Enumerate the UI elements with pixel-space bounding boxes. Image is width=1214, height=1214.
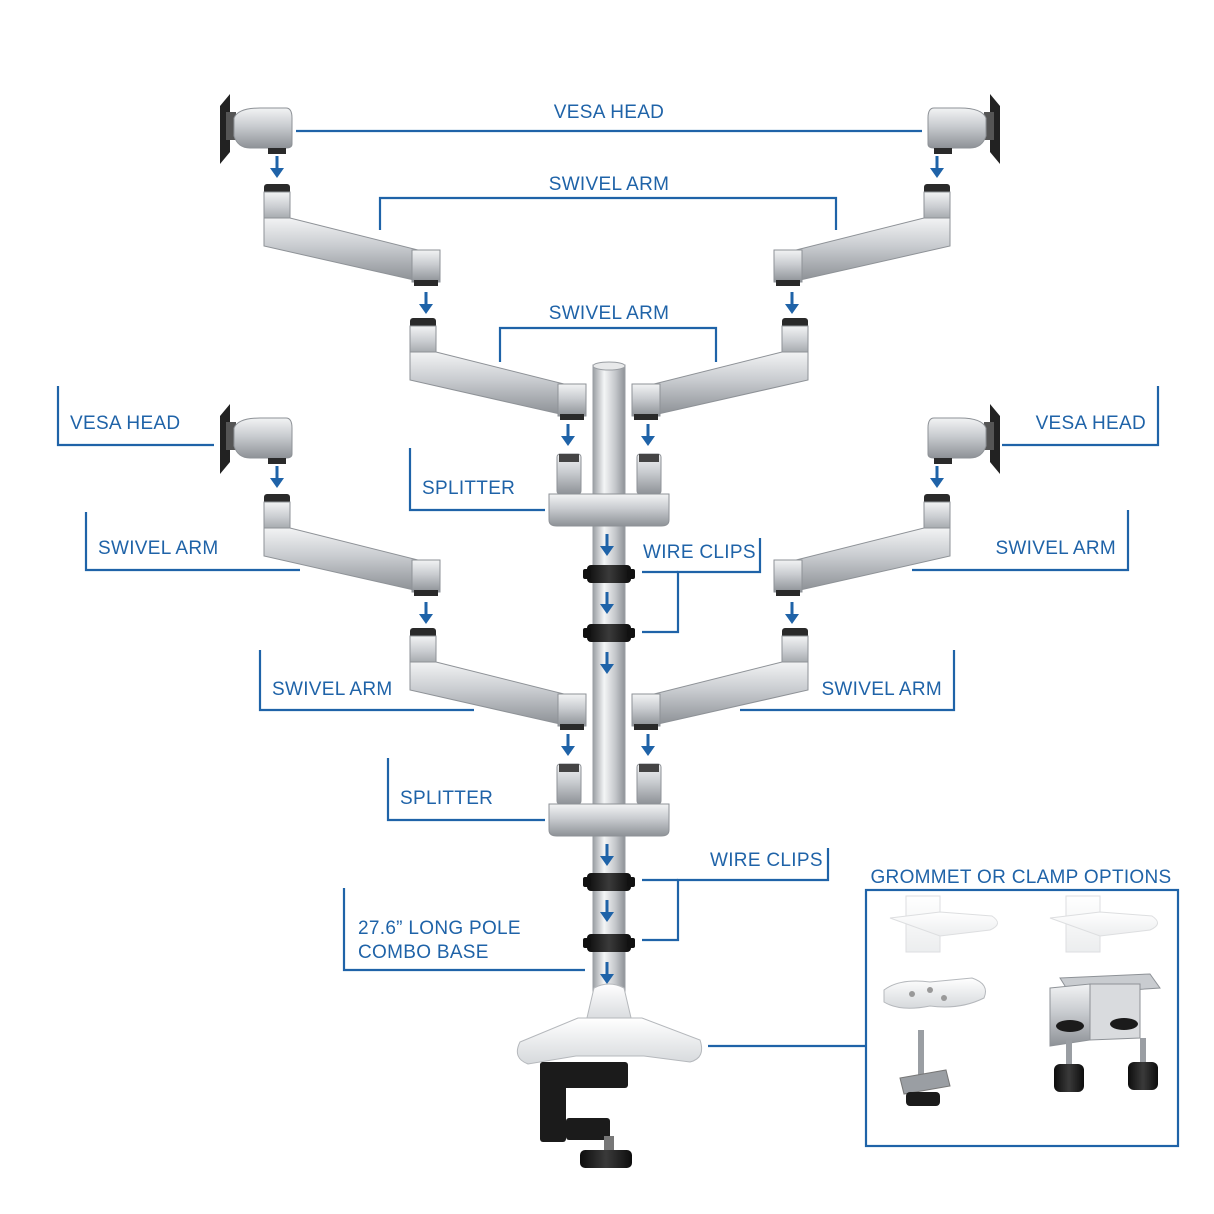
grommet-plate-image xyxy=(883,977,986,1106)
arrow-down-icon xyxy=(639,732,657,758)
label-swivel-arm-left-upper: SWIVEL ARM xyxy=(98,538,219,559)
arrow-down-icon xyxy=(268,464,286,490)
arrow-down-icon xyxy=(268,154,286,180)
swivel-arm-top-left xyxy=(263,183,441,287)
label-swivel-arm-mid: SWIVEL ARM xyxy=(549,303,670,324)
label-splitter-lower: SPLITTER xyxy=(400,788,493,809)
vesa-head-top-right xyxy=(927,93,1001,165)
desk-clamp-image xyxy=(1049,973,1161,1092)
label-vesa-head-top: VESA HEAD xyxy=(554,102,664,123)
arrow-down-icon xyxy=(783,600,801,626)
pole xyxy=(592,364,626,1006)
clamp-option-image xyxy=(1049,895,1158,953)
label-swivel-arm-left-lower: SWIVEL ARM xyxy=(272,679,393,700)
swivel-arm-right-lower xyxy=(631,627,809,731)
vesa-head-top-left xyxy=(219,93,293,165)
swivel-arm-top-right xyxy=(773,183,951,287)
arrow-down-icon xyxy=(639,422,657,448)
arrow-down-icon xyxy=(928,154,946,180)
vesa-head-left xyxy=(219,403,293,475)
label-swivel-arm-right-lower: SWIVEL ARM xyxy=(821,679,942,700)
wire-clip xyxy=(583,934,635,952)
swivel-arm-right-upper xyxy=(773,493,951,597)
arrow-down-icon xyxy=(928,464,946,490)
swivel-arm-left-lower xyxy=(409,627,587,731)
label-swivel-arm-right-upper: SWIVEL ARM xyxy=(995,538,1116,559)
label-pole-line2: COMBO BASE xyxy=(358,942,489,963)
combo-base xyxy=(516,983,703,1168)
swivel-arm-mid-left xyxy=(409,317,587,421)
label-grommet-title: GROMMET OR CLAMP OPTIONS xyxy=(870,867,1171,888)
wire-clip xyxy=(583,565,635,583)
arrow-down-icon xyxy=(417,290,435,316)
vesa-head-right xyxy=(927,403,1001,475)
label-splitter-upper: SPLITTER xyxy=(422,478,515,499)
label-pole-line1: 27.6” LONG POLE xyxy=(358,918,521,939)
arrow-down-icon xyxy=(417,600,435,626)
wire-clip xyxy=(583,873,635,891)
grommet-clamp-options-panel xyxy=(864,888,1180,1148)
grommet-option-image xyxy=(889,895,998,953)
arrow-down-icon xyxy=(559,422,577,448)
label-wire-clips-upper: WIRE CLIPS xyxy=(643,542,756,563)
label-wire-clips-lower: WIRE CLIPS xyxy=(710,850,823,871)
label-swivel-arm-top: SWIVEL ARM xyxy=(549,174,670,195)
label-vesa-head-left: VESA HEAD xyxy=(70,413,180,434)
swivel-arm-mid-right xyxy=(631,317,809,421)
arrow-down-icon xyxy=(559,732,577,758)
label-vesa-head-right: VESA HEAD xyxy=(1036,413,1146,434)
wire-clip xyxy=(583,624,635,642)
arrow-down-icon xyxy=(783,290,801,316)
